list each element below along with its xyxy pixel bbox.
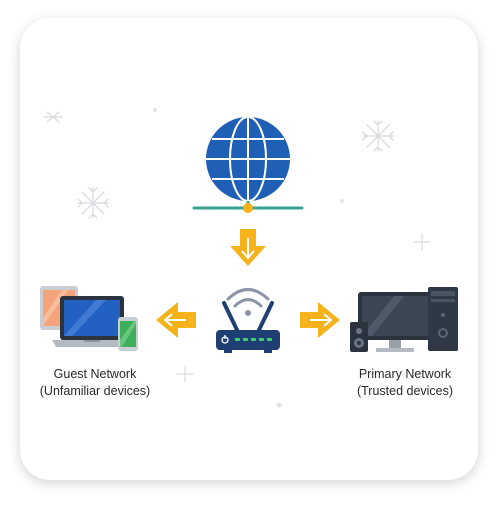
guest-network-title: Guest Network xyxy=(53,367,137,381)
globe-icon xyxy=(206,116,290,202)
sparkle-icon xyxy=(153,108,157,112)
speaker-icon xyxy=(350,322,368,352)
primary-network-title: Primary Network xyxy=(358,367,452,381)
arrow-down-icon xyxy=(230,229,266,266)
connector-line xyxy=(192,201,304,213)
primary-network-label: Primary Network (Trusted devices) xyxy=(330,366,480,400)
sparkle-icon xyxy=(276,402,282,408)
sparkle-icon xyxy=(340,199,344,203)
router-icon xyxy=(216,301,280,353)
snowflake-icon xyxy=(362,120,394,152)
guest-network-label: Guest Network (Unfamiliar devices) xyxy=(20,366,170,400)
phone-icon xyxy=(118,317,138,351)
primary-network-subtitle: (Trusted devices) xyxy=(356,384,454,398)
sparkle-icon xyxy=(413,233,431,251)
guest-network-subtitle: (Unfamiliar devices) xyxy=(39,384,151,398)
desktop-computer-icon xyxy=(358,287,458,352)
snowflake-icon xyxy=(43,111,63,123)
laptop-icon xyxy=(52,296,132,347)
arrow-left-icon xyxy=(156,302,196,338)
snowflake-icon xyxy=(77,187,109,219)
wifi-icon xyxy=(226,288,270,316)
sparkle-icon xyxy=(176,365,194,383)
arrow-right-icon xyxy=(300,302,340,338)
